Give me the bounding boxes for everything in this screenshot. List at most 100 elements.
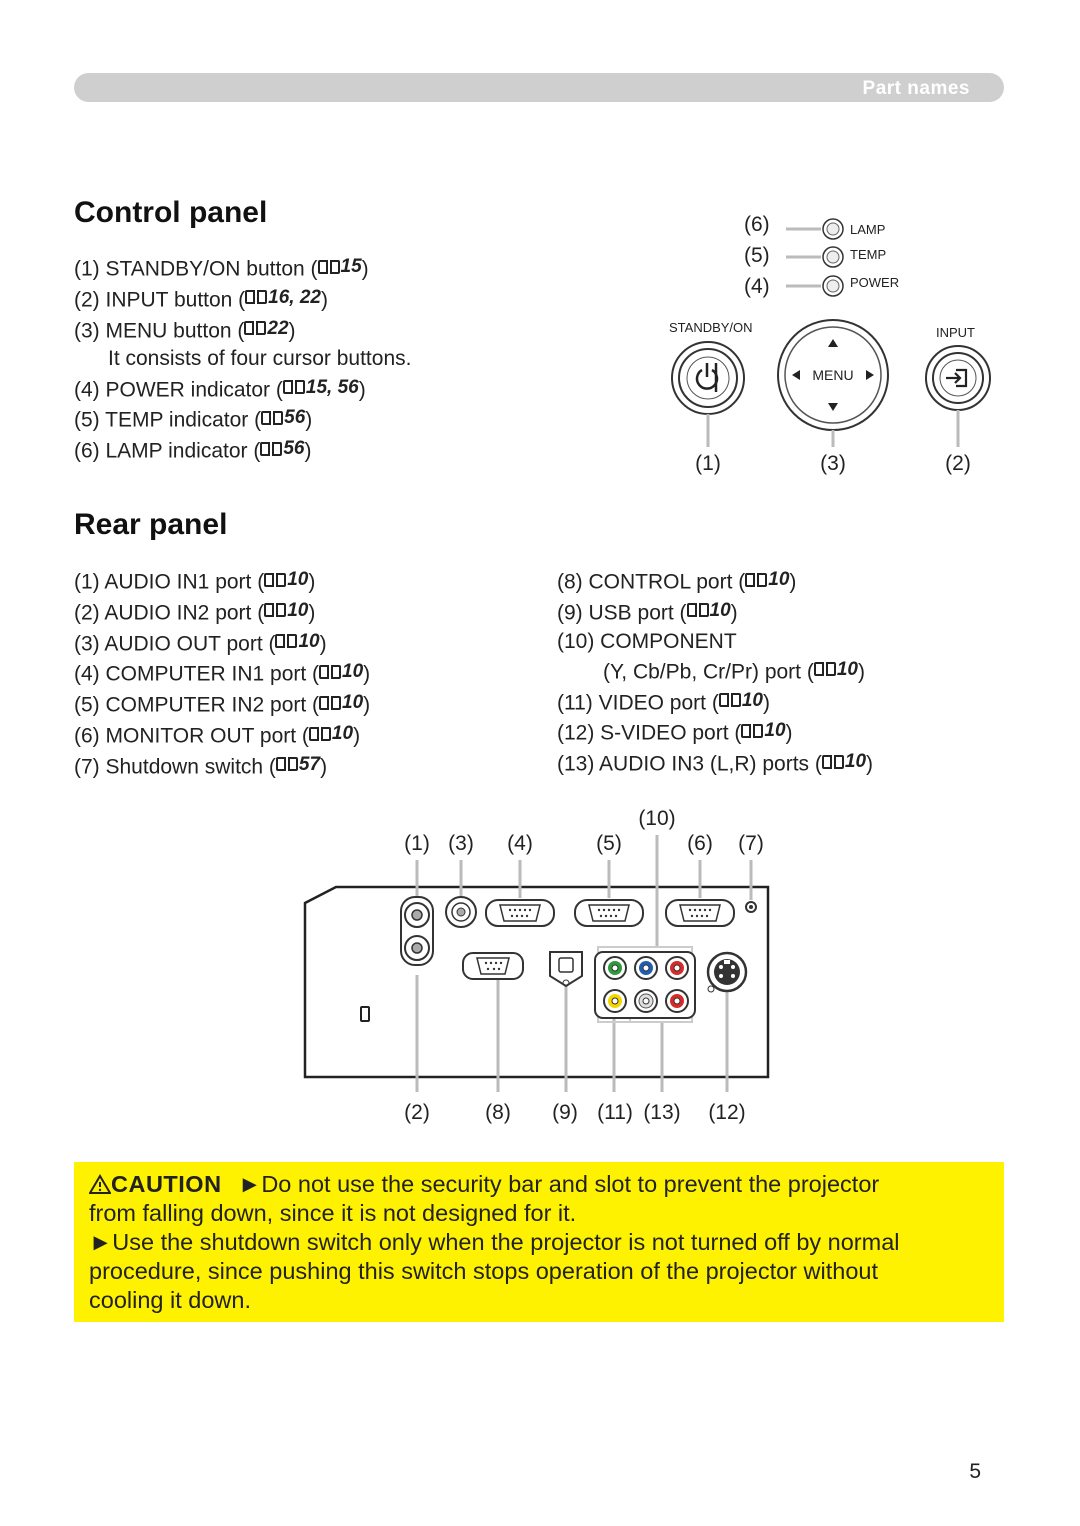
- list-item: (4) COMPUTER IN1 port (10): [74, 661, 371, 686]
- audio-out-port: [445, 896, 477, 928]
- callout-3: (3): [448, 832, 474, 855]
- caution-line-3: ►Use the shutdown switch only when the p…: [89, 1229, 900, 1255]
- caution-line-5: cooling it down.: [89, 1287, 251, 1313]
- audio-in3-right-jack: [665, 989, 689, 1013]
- manual-page-icon: [745, 572, 768, 589]
- manual-page-icon: [275, 633, 298, 650]
- rear-panel-list-right: (8) CONTROL port (10) (9) USB port (10) …: [557, 566, 873, 779]
- manual-page-icon: [821, 754, 844, 771]
- video-jack: [603, 989, 627, 1013]
- monitor-out-port: [665, 899, 735, 927]
- manual-page-icon: [244, 320, 267, 337]
- list-item: (1) AUDIO IN1 port (10): [74, 569, 316, 594]
- manual-page-icon: [260, 441, 283, 458]
- list-item: (7) Shutdown switch (57): [74, 753, 328, 779]
- manual-page-icon: [319, 664, 342, 681]
- manual-page-icon: [264, 572, 287, 589]
- security-slot: [360, 1006, 370, 1022]
- caution-label: CAUTION: [111, 1171, 222, 1197]
- list-item: (9) USB port (10): [557, 599, 738, 625]
- standby-button: [671, 341, 745, 415]
- cursor-down-icon: [828, 403, 838, 411]
- callout-4: (4): [507, 832, 533, 855]
- list-item: (12) S-VIDEO port (10): [557, 720, 793, 745]
- component-cr-jack: [665, 956, 689, 980]
- callout-13: (13): [643, 1101, 680, 1124]
- indicator-leds: [822, 218, 844, 297]
- menu-label: MENU: [812, 367, 853, 383]
- list-item: (13) AUDIO IN3 (L,R) ports (10): [557, 751, 874, 776]
- manual-page-icon: [686, 602, 709, 619]
- warning-triangle-icon: [88, 1174, 112, 1194]
- input-symbol-icon: [946, 368, 968, 388]
- callout-5: (5): [744, 244, 770, 267]
- list-item: (10) COMPONENT: [557, 629, 737, 653]
- control-panel-title: Control panel: [74, 196, 268, 229]
- list-item: (1) STANDBY/ON button (15): [74, 256, 369, 281]
- list-item: (8) CONTROL port (10): [557, 569, 797, 594]
- power-label: POWER: [850, 275, 899, 290]
- manual-page-icon: [741, 723, 764, 740]
- usb-port: [549, 951, 583, 988]
- lamp-label: LAMP: [850, 222, 885, 237]
- control-panel-diagram: (6) (5) (4) LAMP TEMP POWER STANDBY/ON I…: [669, 213, 991, 475]
- manual-page-icon: [718, 692, 741, 709]
- control-port: [462, 952, 524, 980]
- power-symbol-icon: [695, 363, 719, 392]
- manual-page-icon: [245, 289, 268, 306]
- callout-3: (3): [820, 452, 846, 475]
- component-y-jack: [603, 956, 627, 980]
- manual-page-icon: [319, 695, 342, 712]
- list-item: (5) COMPUTER IN2 port (10): [74, 692, 371, 717]
- list-item: (11) VIDEO port (10): [557, 689, 770, 715]
- manual-page-icon: [308, 726, 331, 743]
- page-number: 5: [969, 1460, 981, 1483]
- menu-button: [777, 319, 889, 431]
- temp-label: TEMP: [850, 247, 886, 262]
- manual-page-icon: [261, 410, 284, 427]
- section-header-bar: Part names: [74, 73, 1004, 102]
- manual-page-icon: [264, 602, 287, 619]
- audio-in-port-stack: [400, 896, 434, 966]
- standby-label: STANDBY/ON: [669, 320, 753, 335]
- callout-1: (1): [695, 452, 721, 475]
- audio-in3-left-jack: [634, 989, 658, 1013]
- list-item: (Y, Cb/Pb, Cr/Pr) port (10): [603, 658, 865, 684]
- input-label: INPUT: [936, 325, 975, 340]
- computer-in2-port: [574, 899, 644, 927]
- callout-10: (10): [638, 807, 675, 830]
- callout-9: (9): [552, 1101, 578, 1124]
- callout-2: (2): [945, 452, 971, 475]
- control-panel-list: (1) STANDBY/ON button (15) (2) INPUT but…: [74, 253, 411, 466]
- list-item: (5) TEMP indicator (56): [74, 407, 313, 432]
- caution-line-1: ►Do not use the security bar and slot to…: [238, 1171, 880, 1197]
- callout-4: (4): [744, 275, 770, 298]
- computer-in1-port: [485, 899, 555, 927]
- list-item: (2) AUDIO IN2 port (10): [74, 599, 316, 625]
- callout-5: (5): [596, 832, 622, 855]
- section-header-title: Part names: [862, 78, 970, 99]
- callout-12: (12): [708, 1101, 745, 1124]
- rear-panel-list-left: (1) AUDIO IN1 port (10) (2) AUDIO IN2 po…: [74, 566, 370, 782]
- list-item: (3) AUDIO OUT port (10): [74, 630, 327, 656]
- cursor-left-icon: [792, 370, 800, 380]
- cursor-right-icon: [866, 370, 874, 380]
- callout-8: (8): [485, 1101, 511, 1124]
- list-item: (3) MENU button (22): [74, 317, 296, 343]
- list-item-note: It consists of four cursor buttons.: [108, 347, 412, 371]
- manual-page-icon: [813, 661, 836, 678]
- cursor-up-icon: [828, 339, 838, 347]
- callout-6: (6): [744, 213, 770, 236]
- rear-panel-title: Rear panel: [74, 508, 228, 541]
- callout-6: (6): [687, 832, 713, 855]
- callout-2: (2): [404, 1101, 430, 1124]
- s-video-port: [706, 951, 748, 993]
- manual-page-icon: [275, 756, 298, 773]
- callout-1: (1): [404, 832, 430, 855]
- caution-box: CAUTION ►Do not use the security bar and…: [74, 1162, 1004, 1322]
- list-item: (4) POWER indicator (15, 56): [74, 376, 366, 402]
- component-cb-jack: [634, 956, 658, 980]
- shutdown-switch: [745, 901, 757, 913]
- rear-panel-diagram: (10) (1) (3) (4) (5) (6) (7): [303, 807, 770, 1124]
- list-item: (6) MONITOR OUT port (10): [74, 722, 361, 748]
